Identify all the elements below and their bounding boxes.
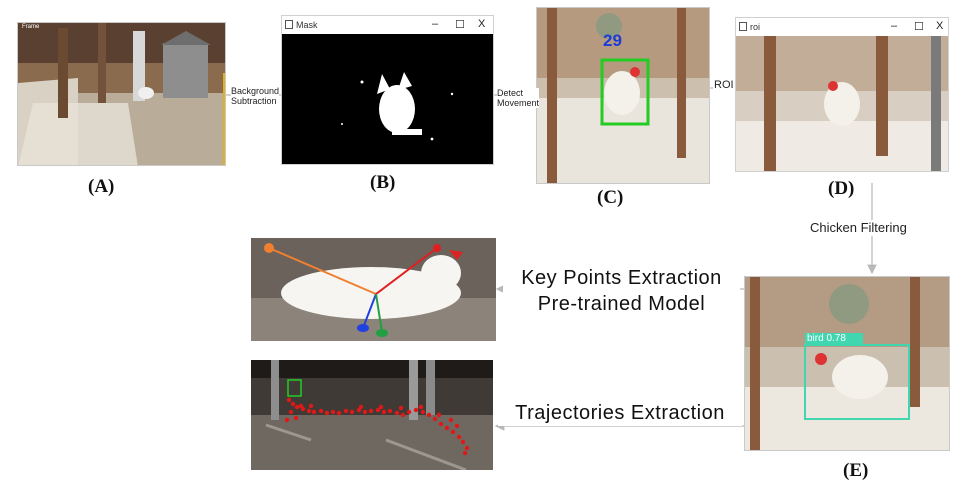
keypoint-right-foot xyxy=(376,329,388,337)
trajectory-point xyxy=(454,423,460,429)
barn-scene-image xyxy=(18,23,225,165)
trajectory-point xyxy=(413,407,419,413)
trajectory-point xyxy=(311,409,317,415)
trajectory-point xyxy=(378,404,384,410)
trajectory-point xyxy=(400,412,406,418)
trajectory-point xyxy=(286,397,292,403)
trajectory-point xyxy=(387,408,393,414)
trajectory-point xyxy=(284,417,290,423)
trajectories-image xyxy=(251,360,493,470)
roi-image xyxy=(736,36,948,171)
keypoint-head xyxy=(433,244,441,252)
trajectory-point xyxy=(381,409,387,415)
keypoints-image xyxy=(251,238,496,341)
label-background-subtraction: Background Subtraction xyxy=(231,86,280,106)
trajectory-point xyxy=(438,421,444,427)
minimize-button[interactable]: – xyxy=(432,18,439,30)
caption-c: (C) xyxy=(597,187,624,208)
trajectory-point xyxy=(464,445,470,451)
caption-b: (B) xyxy=(370,172,396,193)
trajectory-point xyxy=(394,410,400,416)
label-chicken-filtering: Chicken Filtering xyxy=(808,220,909,236)
label-detect-movement: Detect Movement xyxy=(497,88,540,108)
label-roi: ROI xyxy=(713,79,735,91)
trajectory-point xyxy=(432,416,438,422)
trajectory-point xyxy=(375,407,381,413)
trajectory-point xyxy=(444,425,450,431)
app-icon xyxy=(285,20,293,29)
trajectory-point xyxy=(293,415,299,421)
trajectory-point xyxy=(406,409,412,415)
panel-c-detection: 29 xyxy=(536,7,710,184)
keypoint-line-right-leg xyxy=(375,293,383,333)
trajectory-point xyxy=(420,409,426,415)
panel-e-chicken-detection: bird 0.78 xyxy=(744,276,950,451)
minimize-button[interactable]: – xyxy=(891,20,898,32)
trajectory-point xyxy=(330,409,336,415)
trajectory-point xyxy=(358,404,364,410)
trajectory-point xyxy=(448,417,454,423)
detection-label: bird 0.78 xyxy=(807,333,846,344)
trajectory-point xyxy=(462,450,468,456)
trajectory-point xyxy=(398,405,404,411)
caption-d: (D) xyxy=(828,178,855,199)
keypoint-line-head xyxy=(375,247,438,295)
caption-a: (A) xyxy=(88,176,115,197)
window-titlebar: Mask – ☐ X xyxy=(282,16,493,34)
caption-e: (E) xyxy=(843,460,869,481)
keypoint-left-foot xyxy=(357,324,369,332)
trajectory-point xyxy=(336,410,342,416)
label-key-points-extraction: Key Points Extraction Pre-trained Model xyxy=(503,265,740,317)
trajectory-point xyxy=(308,403,314,409)
window-title: roi xyxy=(750,22,761,32)
panel-d-roi-window: roi – ☐ X xyxy=(735,17,949,172)
close-button[interactable]: X xyxy=(936,20,944,32)
trajectory-point xyxy=(460,439,466,445)
panel-keypoints xyxy=(251,238,496,341)
window-titlebar: roi – ☐ X xyxy=(736,18,948,36)
window-title: Mask xyxy=(296,20,318,30)
foreground-mask-image xyxy=(282,34,493,164)
maximize-button[interactable]: ☐ xyxy=(914,21,924,33)
trajectory-point xyxy=(324,410,330,416)
track-id-label: 29 xyxy=(603,31,622,50)
keypoint-line-back xyxy=(268,247,377,295)
yolo-detection-image xyxy=(745,277,949,450)
panel-a-frame: Frame xyxy=(17,22,226,166)
label-trajectories-extraction: Trajectories Extraction xyxy=(498,400,742,426)
trajectory-point xyxy=(456,434,462,440)
keypoint-line-left-leg xyxy=(362,293,377,329)
trajectory-point xyxy=(436,412,442,418)
panel-b-mask-window: Mask – ☐ X xyxy=(281,15,494,165)
trajectory-point xyxy=(450,429,456,435)
trajectory-point xyxy=(294,404,300,410)
app-icon xyxy=(739,22,747,31)
movement-detection-image xyxy=(537,8,709,183)
maximize-button[interactable]: ☐ xyxy=(455,19,465,31)
trajectory-point xyxy=(288,409,294,415)
trajectory-point xyxy=(368,408,374,414)
window-title: Frame xyxy=(22,24,40,30)
panel-trajectories xyxy=(251,360,493,470)
trajectory-point xyxy=(306,408,312,414)
detection-box xyxy=(600,58,650,126)
trajectory-point xyxy=(298,403,304,409)
trajectory-detection-box xyxy=(287,379,302,397)
trajectory-point xyxy=(343,408,349,414)
keypoint-tail xyxy=(264,243,274,253)
trajectory-point xyxy=(418,404,424,410)
trajectory-point xyxy=(426,412,432,418)
trajectory-point xyxy=(349,409,355,415)
trajectory-point xyxy=(318,408,324,414)
trajectory-point xyxy=(362,409,368,415)
trajectory-point xyxy=(290,401,296,407)
close-button[interactable]: X xyxy=(478,18,486,30)
